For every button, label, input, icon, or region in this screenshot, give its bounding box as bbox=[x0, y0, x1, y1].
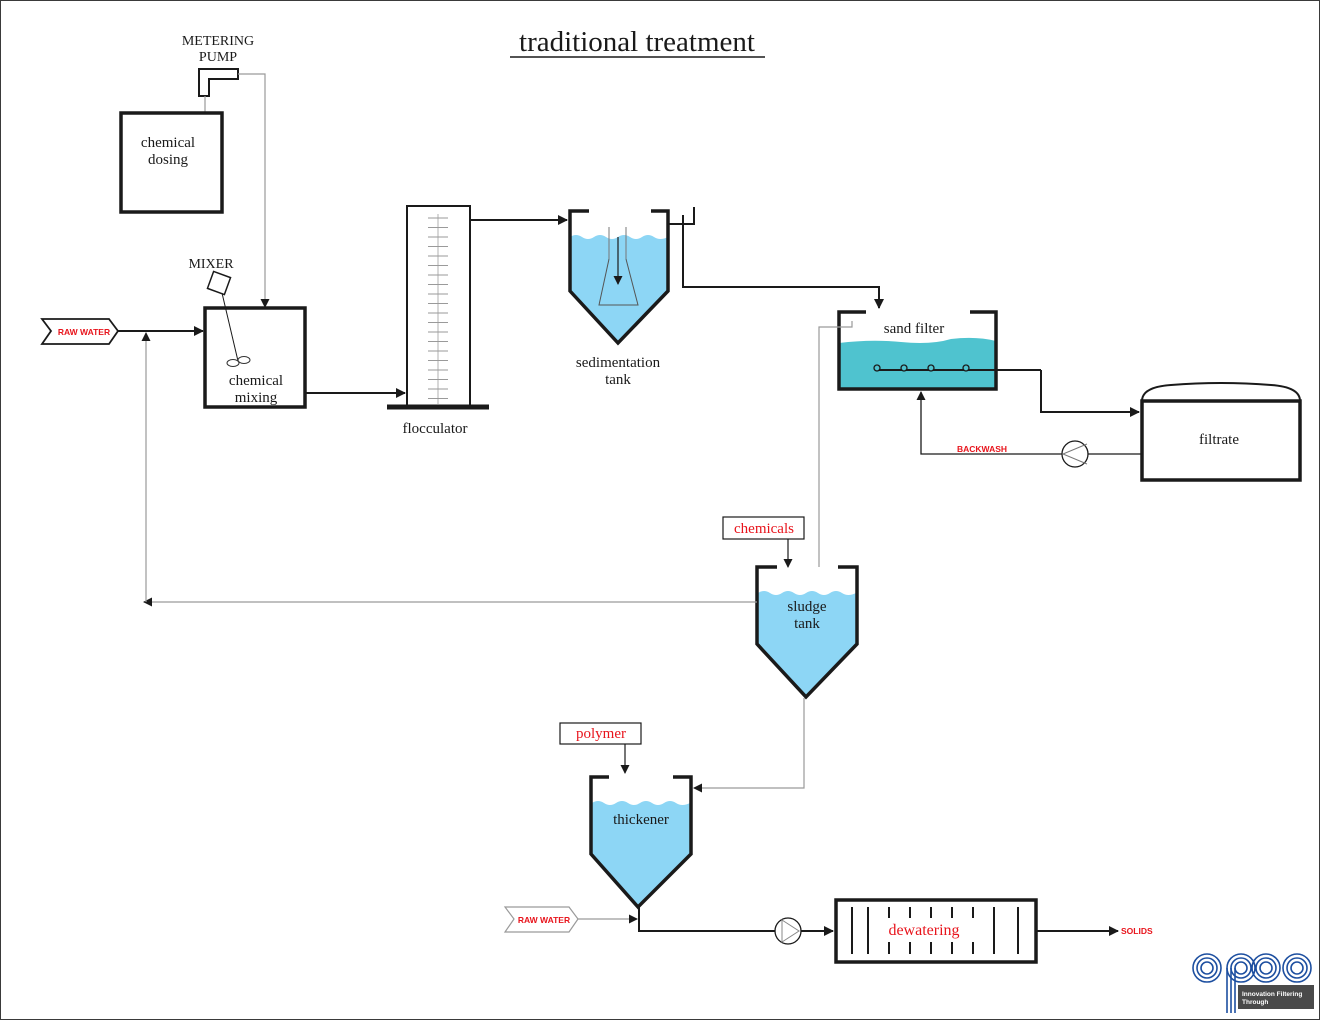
filtrate-label: filtrate bbox=[1199, 432, 1239, 448]
underdrain-nozzle bbox=[873, 364, 881, 372]
backwash-return-pipe bbox=[916, 391, 1062, 455]
solids-label: SOLIDS bbox=[1121, 926, 1153, 936]
thickener-label: thickener bbox=[613, 812, 669, 828]
sludge-tank-label: sludge bbox=[787, 599, 827, 615]
chemical-mixing-label: chemical bbox=[229, 373, 283, 389]
polymer-label: polymer bbox=[576, 726, 626, 742]
metering-pump-label: METERING bbox=[182, 34, 254, 49]
sed-baffle-cone bbox=[598, 258, 639, 306]
dewatering-plates bbox=[851, 907, 1019, 954]
flocculator-ticks bbox=[428, 217, 448, 399]
mixer-motor-icon[interactable] bbox=[206, 270, 232, 296]
sed-to-sandfilter-pipe bbox=[682, 215, 884, 309]
logo-e-ring bbox=[1200, 961, 1214, 975]
filtrate-tank[interactable] bbox=[1140, 399, 1302, 482]
filter-waste-pipe bbox=[818, 321, 853, 567]
logo-o-ring bbox=[1259, 961, 1273, 975]
chemical-dosing-label-2: dosing bbox=[148, 152, 189, 168]
pump-to-mixing-pipe bbox=[238, 73, 270, 308]
mixer-impeller-icon bbox=[226, 359, 240, 367]
sludge-to-thickener-pipe bbox=[693, 698, 805, 793]
logo-c-ring bbox=[1286, 957, 1308, 979]
sedimentation-water bbox=[570, 235, 668, 343]
raw-water-thickener-tag[interactable] bbox=[503, 906, 579, 933]
metering-pump-icon[interactable] bbox=[198, 68, 239, 97]
logo-c-ring bbox=[1290, 961, 1304, 975]
sludge-tank[interactable] bbox=[755, 565, 859, 700]
polymer-box[interactable] bbox=[559, 722, 642, 745]
mixer-shaft bbox=[221, 292, 239, 362]
sed-overflow-weir bbox=[668, 207, 695, 225]
underdrain-nozzle bbox=[900, 364, 908, 372]
chemical-dosing-tank[interactable] bbox=[119, 111, 224, 214]
backwash-pump-triangle bbox=[1061, 443, 1088, 465]
thickener-water bbox=[592, 801, 690, 906]
sand-filter-tank[interactable] bbox=[837, 310, 998, 391]
dewatering-unit[interactable] bbox=[834, 898, 1038, 964]
sludge-pump-icon[interactable] bbox=[774, 917, 802, 945]
sludge-tank-label-2: tank bbox=[794, 616, 820, 632]
filter-to-filtrate-pipe bbox=[1040, 370, 1140, 417]
sand-filter-label: sand filter bbox=[884, 321, 944, 337]
chemicals-box[interactable] bbox=[722, 516, 805, 540]
raw-water-thickener-label: RAW WATER bbox=[518, 915, 570, 925]
filtrate-tank-dome bbox=[1141, 382, 1301, 402]
logo-tagline-bg bbox=[1238, 985, 1314, 1009]
sludge-pump-triangle bbox=[781, 919, 800, 943]
sand-filter-media bbox=[839, 337, 996, 389]
raw-water-inlet-tag[interactable] bbox=[40, 318, 120, 345]
chemicals-label: chemicals bbox=[734, 521, 794, 537]
underdrain-nozzle bbox=[962, 364, 970, 372]
logo-e-ring bbox=[1196, 957, 1218, 979]
logo-tagline: Innovation Filtering bbox=[1242, 991, 1302, 998]
thickener-outlet-pipe bbox=[638, 907, 775, 932]
metering-pump-label-2: PUMP bbox=[199, 50, 237, 65]
logo-p-ring bbox=[1234, 961, 1248, 975]
flocculator-label: flocculator bbox=[403, 421, 468, 437]
backwash-label: BACKWASH bbox=[957, 444, 1007, 454]
chemical-dosing-label: chemical bbox=[141, 135, 195, 151]
chemical-mixing-tank[interactable] bbox=[203, 306, 307, 409]
dewatering-label: dewatering bbox=[888, 922, 959, 939]
raw-water-inlet-label: RAW WATER bbox=[58, 327, 110, 337]
epoc-logo: Innovation Filtering Through bbox=[1192, 953, 1314, 1013]
logo-c-ring bbox=[1282, 953, 1312, 983]
underdrain-nozzle bbox=[927, 364, 935, 372]
logo-o-ring bbox=[1255, 957, 1277, 979]
sedimentation-label-2: tank bbox=[605, 372, 631, 388]
sedimentation-tank[interactable] bbox=[568, 209, 670, 346]
chemical-mixing-label-2: mixing bbox=[235, 390, 278, 406]
mixer-impeller-icon-2 bbox=[237, 356, 251, 364]
logo-o-ring bbox=[1251, 953, 1281, 983]
mixer-label: MIXER bbox=[188, 257, 234, 272]
logo-e-ring bbox=[1192, 953, 1222, 983]
logo-tagline-2: Through bbox=[1242, 999, 1268, 1006]
logo-p-ring bbox=[1230, 957, 1252, 979]
sedimentation-label: sedimentation bbox=[576, 355, 661, 371]
diagram-title: traditional treatment bbox=[519, 26, 755, 58]
